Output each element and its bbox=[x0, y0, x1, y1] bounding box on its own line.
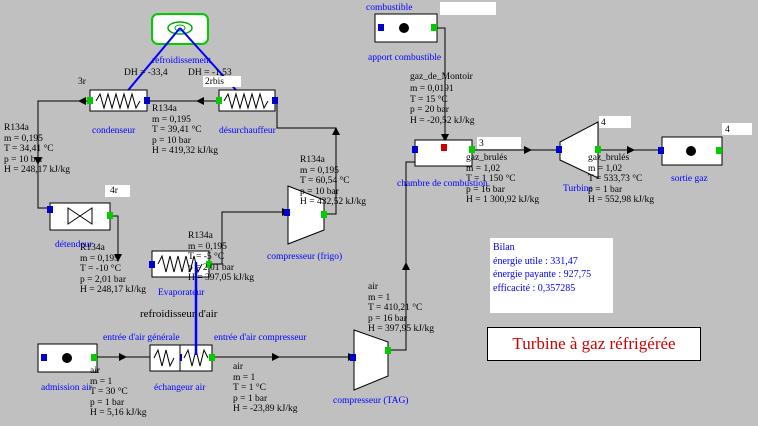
flow-fuel-to-chamber bbox=[437, 27, 446, 142]
label-apport-combustible: apport combustible bbox=[368, 53, 442, 63]
label-compresseur-tag: compresseur (TAG) bbox=[333, 396, 409, 406]
turbine-shape bbox=[556, 121, 601, 179]
state-air-cold: air m = 1 T = 1 °C p = 1 bar H = -23,89 … bbox=[233, 362, 298, 414]
node-3r: 3r bbox=[78, 77, 86, 87]
flow-condenser-to-detendeur bbox=[37, 100, 90, 209]
state-air-in: air m = 1 T = 30 °C p = 1 bar H = 5,16 k… bbox=[90, 366, 147, 418]
label-chambre-combustion: chambre de combustion bbox=[397, 179, 488, 189]
state-r134a-compressor: R134a m = 0,195 T = 60,54 °C p = 10 bar … bbox=[300, 155, 367, 207]
bilan-payante: énergie payante : 927,75 bbox=[493, 269, 592, 280]
admission-air-shape bbox=[37, 343, 98, 373]
bilan-panel: Bilan énergie utile : 331,47 énergie pay… bbox=[490, 238, 613, 313]
bilan-title: Bilan bbox=[493, 242, 515, 253]
label-condenseur: condenseur bbox=[92, 126, 136, 136]
compresseur-tag-shape bbox=[350, 329, 391, 391]
label-evaporateur: Evaporateur bbox=[158, 288, 205, 298]
sortie-gaz-shape bbox=[658, 136, 723, 166]
desurchauffeur-shape bbox=[216, 89, 278, 112]
state-r134a-left: R134a m = 0,195 T = 34,41 °C p = 10 bar … bbox=[4, 123, 71, 175]
refroidissement-icon bbox=[167, 21, 193, 35]
condenseur-shape bbox=[87, 89, 150, 112]
flow-evap-to-compressor bbox=[210, 211, 288, 265]
chambre-combustion-shape bbox=[412, 139, 475, 167]
node-4-turbine: 4 bbox=[601, 118, 606, 128]
node-4-exit: 4 bbox=[725, 125, 730, 135]
label-refroidissement: refroidissement bbox=[152, 56, 212, 66]
label-gaz-de-montoir: gaz_de_Montoir bbox=[410, 72, 473, 82]
bilan-efficacite: efficacité : 0,357285 bbox=[493, 282, 576, 294]
label-detendeur: détendeur bbox=[55, 240, 93, 250]
label-admission-air: admission air bbox=[41, 383, 92, 393]
compresseur-frigo-shape bbox=[284, 185, 327, 245]
label-compresseur-frigo: compresseur (frigo) bbox=[267, 252, 343, 262]
label-entree-air-compresseur: entrée d'air compresseur bbox=[214, 333, 307, 343]
label-turbine: Turbine bbox=[563, 184, 593, 194]
label-desurchauffeur: désurchauffeur bbox=[219, 126, 276, 136]
flow-desurch-to-condenser bbox=[276, 101, 336, 129]
detendeur-shape bbox=[47, 202, 113, 231]
cooling-link-lines bbox=[119, 27, 246, 101]
state-air-hp: air m = 1 T = 410,21 °C p = 16 bar H = 3… bbox=[368, 282, 435, 334]
state-r134a-top: R134a m = 0,195 T = 39,41 °C p = 10 bar … bbox=[152, 104, 219, 156]
label-combustible: combustible bbox=[366, 3, 413, 13]
node-4r: 4r bbox=[110, 186, 118, 196]
label-echangeur-air: échangeur air bbox=[154, 383, 206, 393]
state-gaz-montoir: m = 0,0191 T = 15 °C p = 20 bar H = -20,… bbox=[410, 84, 475, 126]
label-sortie-gaz: sortie gaz bbox=[671, 174, 708, 184]
label-refroidisseur-air: refroidisseur d'air bbox=[140, 308, 218, 320]
bilan-utile: énergie utile : 331,47 bbox=[493, 255, 578, 267]
state-r134a-evap-out: R134a m = 0,195 T = -5 °C p = 2,01 bar H… bbox=[188, 231, 255, 283]
flow-detendeur-to-evaporateur bbox=[111, 215, 119, 260]
evaporateur-shape bbox=[149, 250, 212, 278]
state-r134a-evap-in: R134a m = 0,195 T = -10 °C p = 2,01 bar … bbox=[80, 243, 147, 295]
apport-combustible-shape bbox=[374, 13, 438, 43]
state-gaz-brules-chamber: gaz_brulés m = 1,02 T = 1 150 °C p = 16 … bbox=[466, 153, 540, 205]
label-entree-air-generale: entrée d'air générale bbox=[103, 333, 180, 343]
node-3: 3 bbox=[479, 139, 484, 149]
dh-condenseur: DH = -33,4 bbox=[124, 68, 168, 78]
dh-desurchauffeur: DH = -1,53 bbox=[188, 68, 232, 78]
state-gaz-brules-turbine: gaz_brulés m = 1,02 T = 533,73 °C p = 1 … bbox=[588, 153, 655, 205]
page-title: Turbine à gaz réfrigérée bbox=[487, 327, 701, 361]
node-2rbis: 2rbis bbox=[205, 77, 224, 87]
